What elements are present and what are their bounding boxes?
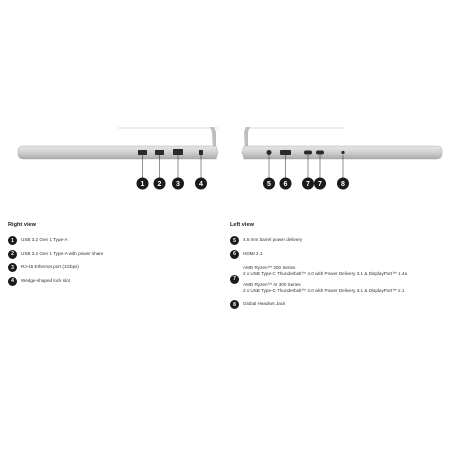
legend-item-7: 7 AMD Ryzen™ 200 Series 2 x USB Type-C T…	[230, 265, 450, 295]
callout-4: 4	[195, 177, 207, 190]
legend-text: 2 x USB Type-C Thunderbolt™ 4.0 with Pow…	[243, 288, 405, 294]
legend-item-6: 6 HDMI 2.1	[230, 249, 450, 259]
left-view-title: Left view	[230, 222, 254, 228]
legend-item-2: 2 USB 3.2 Gen 1 Type-A with power share	[8, 249, 228, 259]
callout-7a: 7	[302, 177, 314, 190]
svg-text:7: 7	[318, 181, 322, 188]
callout-6: 6	[279, 177, 292, 190]
rj45-port	[173, 149, 183, 155]
legend-text: AMD Ryzen™ 200 Series	[243, 264, 296, 270]
number-badge: 4	[8, 276, 17, 286]
legend-text: 2 x USB Type-C Thunderbolt™ 4.0 with Pow…	[243, 270, 408, 276]
number-badge: 6	[230, 249, 239, 259]
svg-text:4: 4	[199, 181, 203, 188]
svg-text:1: 1	[141, 181, 145, 188]
callout-2: 2	[153, 177, 166, 190]
legend-text: RJ-45 Ethernet port (1Gbps)	[21, 264, 79, 269]
callout-3: 3	[172, 177, 184, 190]
left-view-laptop	[241, 127, 443, 178]
legend-text: 4.5 mm barrel power delivery	[243, 237, 303, 242]
usb-a-port-1	[138, 150, 147, 155]
callout-1: 1	[136, 177, 149, 190]
svg-text:8: 8	[341, 181, 345, 188]
legend-item-8: 8 Global Headset Jack	[230, 300, 450, 310]
legend-text: Wedge-shaped lock slot	[21, 277, 70, 283]
number-badge: 2	[8, 249, 17, 259]
legend-item-3: 3 RJ-45 Ethernet port (1Gbps)	[8, 263, 228, 272]
callout-7b: 7	[314, 177, 326, 190]
lock-slot	[199, 150, 203, 155]
number-badge: 8	[230, 300, 239, 310]
svg-text:5: 5	[267, 181, 271, 188]
legend-text: USB 3.2 Gen 1 Type-A with power share	[21, 250, 104, 256]
legend-text-group: AMD Ryzen™ 200 Series 2 x USB Type-C Thu…	[243, 265, 407, 295]
ports-figure: 1 2 3 4 5 6 7 7	[0, 0, 460, 200]
left-view-legend: Left view 5 4.5 mm barrel power delivery…	[230, 222, 450, 314]
callout-5: 5	[263, 177, 275, 190]
svg-text:2: 2	[158, 181, 162, 188]
number-badge: 3	[8, 263, 17, 272]
number-badge: 7	[230, 274, 239, 284]
usb-c-port-2	[316, 150, 324, 155]
legend-item-5: 5 4.5 mm barrel power delivery	[230, 236, 450, 245]
legend-text: USB 3.2 Gen 1 Type-A	[21, 237, 68, 242]
svg-text:6: 6	[284, 181, 288, 188]
legend-item-4: 4 Wedge-shaped lock slot	[8, 276, 228, 286]
barrel-port	[266, 150, 272, 155]
svg-text:3: 3	[176, 181, 180, 188]
legend-text: AMD Ryzen™ AI 300 Series	[243, 281, 301, 287]
svg-text:7: 7	[306, 181, 310, 188]
right-view-title: Right view	[8, 222, 36, 228]
number-badge: 1	[8, 236, 17, 245]
hdmi-port	[280, 150, 291, 155]
right-view-laptop	[17, 127, 219, 178]
usb-a-port-2	[155, 150, 164, 155]
laptop-side-views: 1 2 3 4 5 6 7 7	[17, 127, 443, 190]
headset-jack	[341, 150, 345, 155]
legend-text: Global Headset Jack	[243, 301, 286, 307]
callout-8: 8	[337, 177, 349, 190]
legend-item-1: 1 USB 3.2 Gen 1 Type-A	[8, 236, 228, 245]
usb-c-port-1	[304, 150, 312, 155]
legend-text: HDMI 2.1	[243, 250, 263, 256]
right-view-legend: Right view 1 USB 3.2 Gen 1 Type-A 2 USB …	[8, 222, 228, 290]
number-badge: 5	[230, 236, 239, 245]
